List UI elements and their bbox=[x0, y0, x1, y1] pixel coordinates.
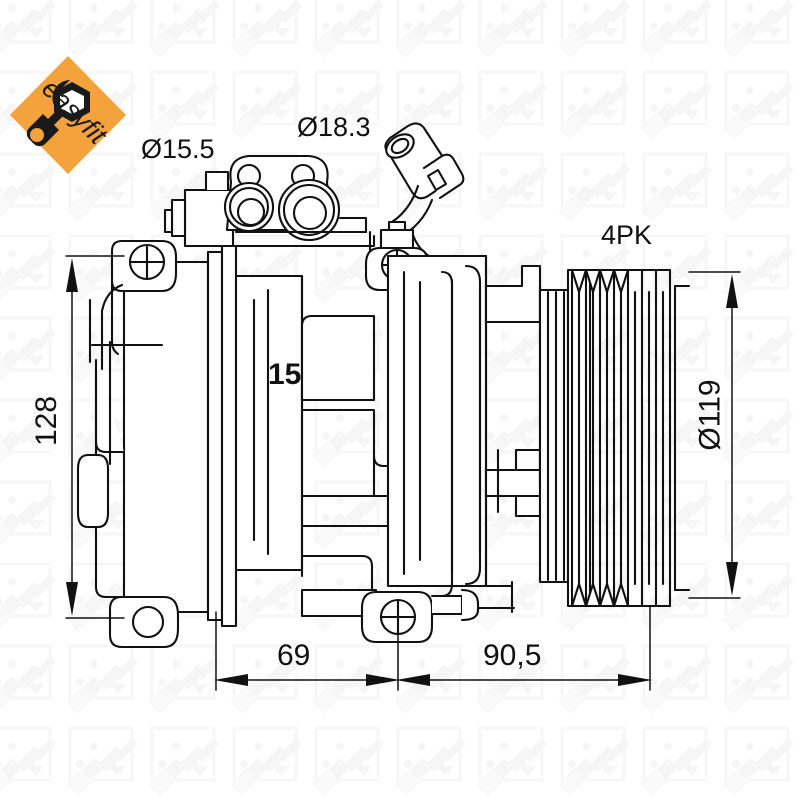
mounting-lug-bottom-center bbox=[300, 580, 516, 644]
label-port-large: Ø18.3 bbox=[297, 112, 371, 142]
label-body-marking: 15 bbox=[268, 358, 302, 391]
clutch-hub bbox=[484, 264, 542, 518]
compressor-front-housing bbox=[122, 244, 238, 628]
dimension-label-69: 69 bbox=[277, 639, 311, 672]
valve-port-block bbox=[163, 154, 376, 248]
dimension-label-119: Ø119 bbox=[693, 379, 727, 451]
compressor-rear-housing bbox=[386, 254, 488, 598]
label-belt-profile: 4PK bbox=[601, 220, 653, 250]
label-port-small: Ø15.5 bbox=[141, 134, 215, 164]
easyfit-badge: easyfit bbox=[10, 56, 126, 174]
compressor-center-housing bbox=[234, 274, 406, 596]
dimension-label-90-5: 90,5 bbox=[483, 639, 542, 672]
dimension-label-128: 128 bbox=[30, 395, 64, 447]
pulley-4pk bbox=[566, 268, 691, 608]
pulley-barrel bbox=[538, 288, 570, 584]
mounting-lug-bottom-left bbox=[108, 595, 180, 649]
